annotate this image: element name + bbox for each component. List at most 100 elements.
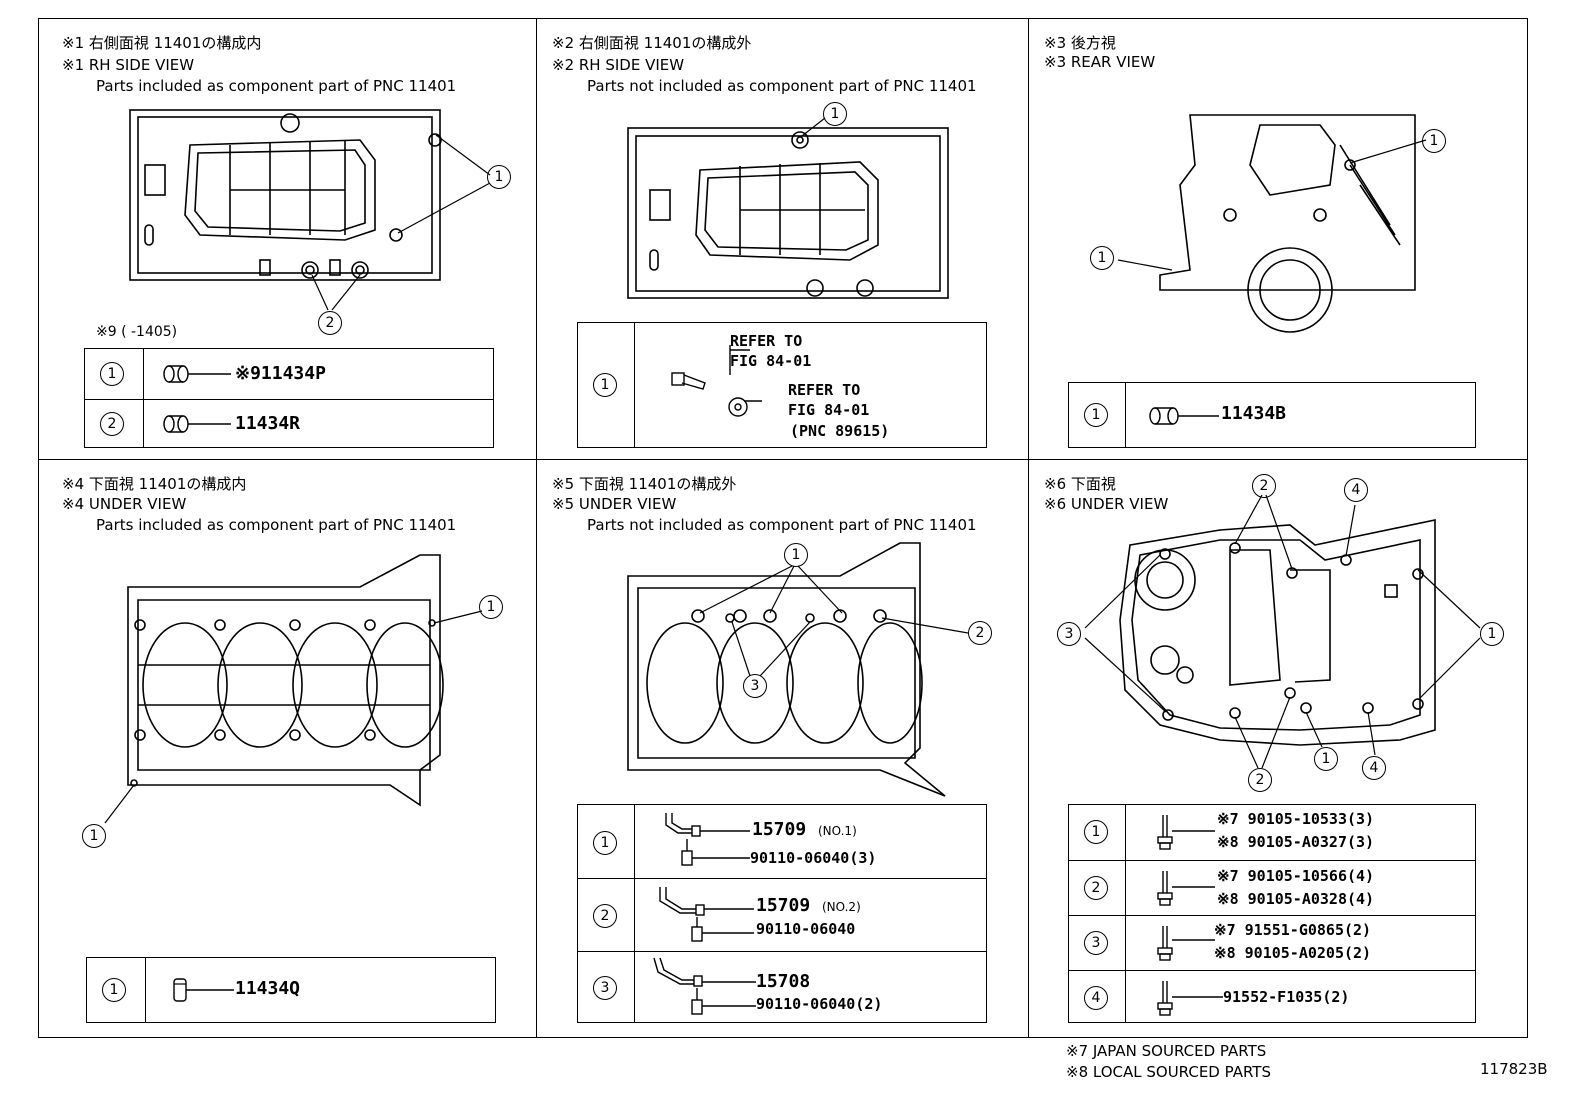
- table-row: 1 15709 (NO.1) 90110-06040(3): [578, 805, 986, 878]
- part-number: 11434B: [1221, 403, 1287, 424]
- refer-to-text: REFER TO: [788, 381, 861, 399]
- pin-icon: [1149, 407, 1219, 425]
- callout-1: 1: [82, 824, 106, 848]
- panel-title-en: ※5 UNDER VIEW: [552, 495, 677, 513]
- engine-block-rear-drawing: [1117, 114, 1427, 333]
- callout-2: 2: [1248, 768, 1272, 792]
- part-number: ※8 90105-A0205(2): [1214, 944, 1372, 962]
- column-divider-2: [1028, 18, 1029, 1038]
- row-divider: [38, 459, 1528, 460]
- panel-subtitle: Parts included as component part of PNC …: [96, 516, 457, 534]
- part-number: ※7 91551-G0865(2): [1214, 921, 1372, 939]
- sensor-bolt-icon: [671, 345, 762, 417]
- table-row: 2 ※7 90105-10566(4) ※8 90105-A0328(4): [1069, 860, 1475, 916]
- row-index: 1: [1084, 403, 1108, 427]
- table-row: 1 ※7 90105-10533(3) ※8 90105-A0327(3): [1069, 805, 1475, 860]
- part-number: ※7 90105-10533(3): [1217, 810, 1375, 828]
- panel-subtitle: Parts included as component part of PNC …: [96, 77, 457, 95]
- part-number: 91552-F1035(2): [1223, 988, 1350, 1006]
- row-index: 3: [1084, 931, 1108, 955]
- callout-1: 1: [1422, 129, 1446, 153]
- table-row: 2 11434R: [85, 399, 493, 450]
- callout-1: 1: [487, 165, 511, 189]
- callout-2: 2: [318, 311, 342, 335]
- bolt-icon: [1157, 981, 1223, 1016]
- callout-4: 4: [1344, 478, 1368, 502]
- table-row: 4 91552-F1035(2): [1069, 970, 1475, 1025]
- part-number: 15709: [756, 895, 811, 916]
- row-index: 1: [593, 373, 617, 397]
- serial-note: ※9 ( -1405): [96, 324, 178, 340]
- bolt-icon: [1157, 815, 1215, 850]
- part-number: 15709: [752, 819, 807, 840]
- part-note: (NO.2): [822, 900, 861, 914]
- panel-title-en: ※6 UNDER VIEW: [1044, 495, 1169, 513]
- figure-id: 117823B: [1480, 1060, 1548, 1078]
- callout-1: 1: [479, 595, 503, 619]
- panel-title-en: ※1 RH SIDE VIEW: [62, 56, 195, 74]
- panel-title-jp: ※3 後方視: [1044, 34, 1116, 52]
- pin-icon: [163, 415, 231, 433]
- table-row: 2 15709 (NO.2) 90110-06040: [578, 878, 986, 952]
- row-index: 3: [593, 976, 617, 1000]
- oil-jet-icon: [659, 887, 754, 942]
- part-number: 15708: [756, 971, 811, 992]
- bolt-number: 90110-06040: [756, 920, 856, 938]
- column-divider-1: [536, 18, 537, 1038]
- bolt-icon: [1157, 871, 1215, 906]
- bolt-icon: [1157, 926, 1215, 961]
- parts-table-2: 1 REFER TO FIG 84-01 REFER TO FIG 84-01 …: [577, 322, 987, 448]
- row-index: 1: [593, 831, 617, 855]
- callout-1: 1: [1480, 622, 1504, 646]
- part-number: ※8 90105-A0328(4): [1217, 890, 1375, 908]
- row-index: 2: [1084, 876, 1108, 900]
- oil-jet-icon: [653, 957, 756, 1015]
- callout-3: 3: [743, 674, 767, 698]
- engine-block-under-bolts-drawing: [1084, 494, 1481, 769]
- panel-title-jp: ※6 下面視: [1044, 475, 1116, 493]
- part-number: 11434Q: [235, 978, 301, 999]
- row-index: 1: [102, 978, 126, 1002]
- table-row: 1 11434B: [1069, 383, 1475, 449]
- table-row: 1 11434Q: [87, 958, 495, 1024]
- engine-block-under-drawing: [104, 554, 483, 824]
- callout-1: 1: [784, 543, 808, 567]
- part-number: ※7 90105-10566(4): [1217, 867, 1375, 885]
- table-row: 1 ※911434P: [85, 349, 493, 399]
- panel-title-jp: ※1 右側面視 11401の構成内: [62, 34, 262, 52]
- row-index: 1: [1084, 820, 1108, 844]
- panel-title-jp: ※4 下面視 11401の構成内: [62, 475, 247, 493]
- table-row: 1 REFER TO FIG 84-01 REFER TO FIG 84-01 …: [578, 323, 986, 449]
- engine-block-rh-side-drawing: [129, 109, 491, 311]
- panel-title-en: ※2 RH SIDE VIEW: [552, 56, 685, 74]
- panel-subtitle: Parts not included as component part of …: [587, 516, 977, 534]
- part-number: ※911434P: [235, 363, 326, 384]
- refer-pnc-text: (PNC 89615): [790, 422, 890, 440]
- callout-3: 3: [1057, 622, 1081, 646]
- dowel-pin-icon: [173, 978, 234, 1002]
- bolt-number: 90110-06040(2): [756, 995, 883, 1013]
- row-index: 2: [100, 412, 124, 436]
- part-note: (NO.1): [818, 824, 857, 838]
- panel-title-en: ※4 UNDER VIEW: [62, 495, 187, 513]
- engine-block-rh-side-drawing: [627, 117, 949, 299]
- callout-1: 1: [823, 102, 847, 126]
- parts-table-6: 1 ※7 90105-10533(3) ※8 90105-A0327(3) 2: [1068, 804, 1476, 1023]
- oil-jet-icon: [665, 813, 750, 866]
- part-number: ※8 90105-A0327(3): [1217, 833, 1375, 851]
- panel-title-jp: ※5 下面視 11401の構成外: [552, 475, 737, 493]
- callout-1: 1: [1314, 747, 1338, 771]
- footnote-local-sourced: ※8 LOCAL SOURCED PARTS: [1066, 1063, 1271, 1081]
- parts-table-4: 1 11434Q: [86, 957, 496, 1023]
- row-index: 2: [593, 904, 617, 928]
- table-row: 3 ※7 91551-G0865(2) ※8 90105-A0205(2): [1069, 915, 1475, 971]
- panel-title-en: ※3 REAR VIEW: [1044, 53, 1156, 71]
- engine-block-under-drawing: [627, 542, 969, 797]
- parts-table-3: 1 11434B: [1068, 382, 1476, 448]
- refer-fig-text: FIG 84-01: [788, 401, 870, 419]
- callout-4: 4: [1362, 756, 1386, 780]
- footnote-japan-sourced: ※7 JAPAN SOURCED PARTS: [1066, 1042, 1267, 1060]
- part-number: 11434R: [235, 413, 301, 434]
- panel-subtitle: Parts not included as component part of …: [587, 77, 977, 95]
- callout-1: 1: [1090, 246, 1114, 270]
